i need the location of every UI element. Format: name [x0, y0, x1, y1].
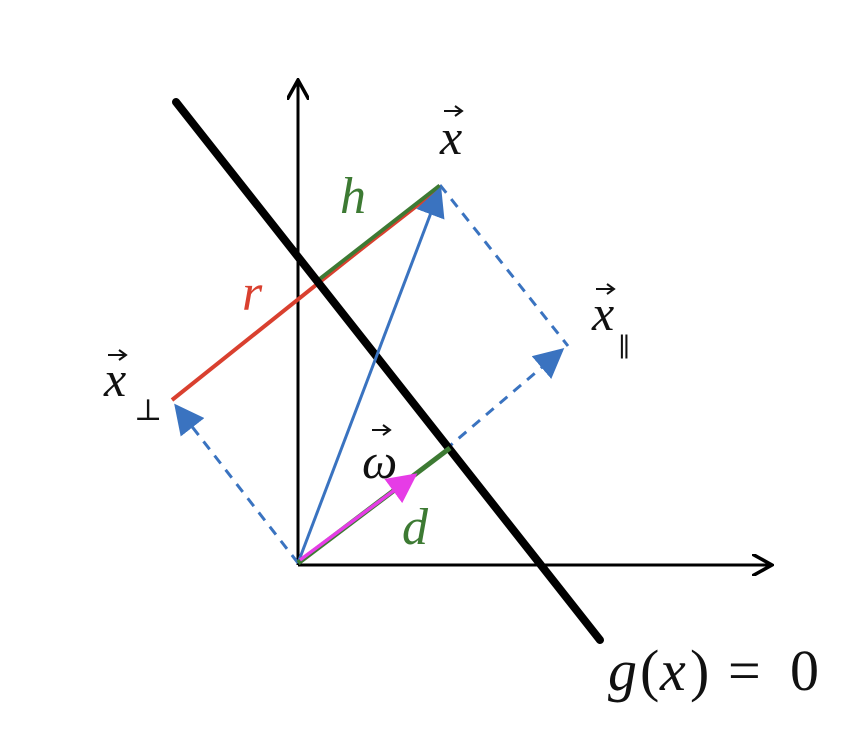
label-x-perp: x ⊥	[103, 349, 162, 427]
equation-close-paren: )	[690, 638, 709, 703]
dashed-origin-to-xperp	[174, 403, 300, 564]
label-x-perp-main: x	[103, 351, 126, 407]
label-x: x	[439, 109, 462, 165]
label-r: r	[242, 265, 263, 322]
equation-zero: 0	[790, 638, 819, 703]
label-x-perp-sub: ⊥	[134, 394, 162, 427]
equation-x: x	[659, 638, 686, 703]
equation-g-x-equals-0: g ( x ) = 0	[608, 638, 819, 703]
vector-omega	[298, 473, 418, 562]
dashed-x-to-xpar	[438, 184, 570, 347]
vec-arrow-icon	[372, 424, 392, 436]
label-omega: ω	[362, 424, 397, 489]
hyperplane-line	[172, 98, 604, 644]
vec-arrow-icon	[596, 283, 616, 295]
equation-equals: =	[728, 638, 761, 703]
equation-g: g	[608, 638, 637, 703]
label-x-par-sub: ∥	[618, 333, 630, 362]
label-x-par: x	[591, 285, 614, 341]
label-omega-main: ω	[362, 433, 397, 489]
label-x-vector: x	[439, 105, 464, 165]
vec-arrow-icon	[108, 349, 128, 361]
dashed-origin-to-xpar	[444, 348, 565, 452]
equation-open-paren: (	[640, 638, 659, 703]
label-x-parallel: x ∥	[591, 283, 630, 362]
label-d: d	[402, 499, 429, 556]
vector-x	[296, 186, 445, 564]
vec-arrow-icon	[444, 105, 464, 117]
label-h: h	[340, 168, 366, 225]
